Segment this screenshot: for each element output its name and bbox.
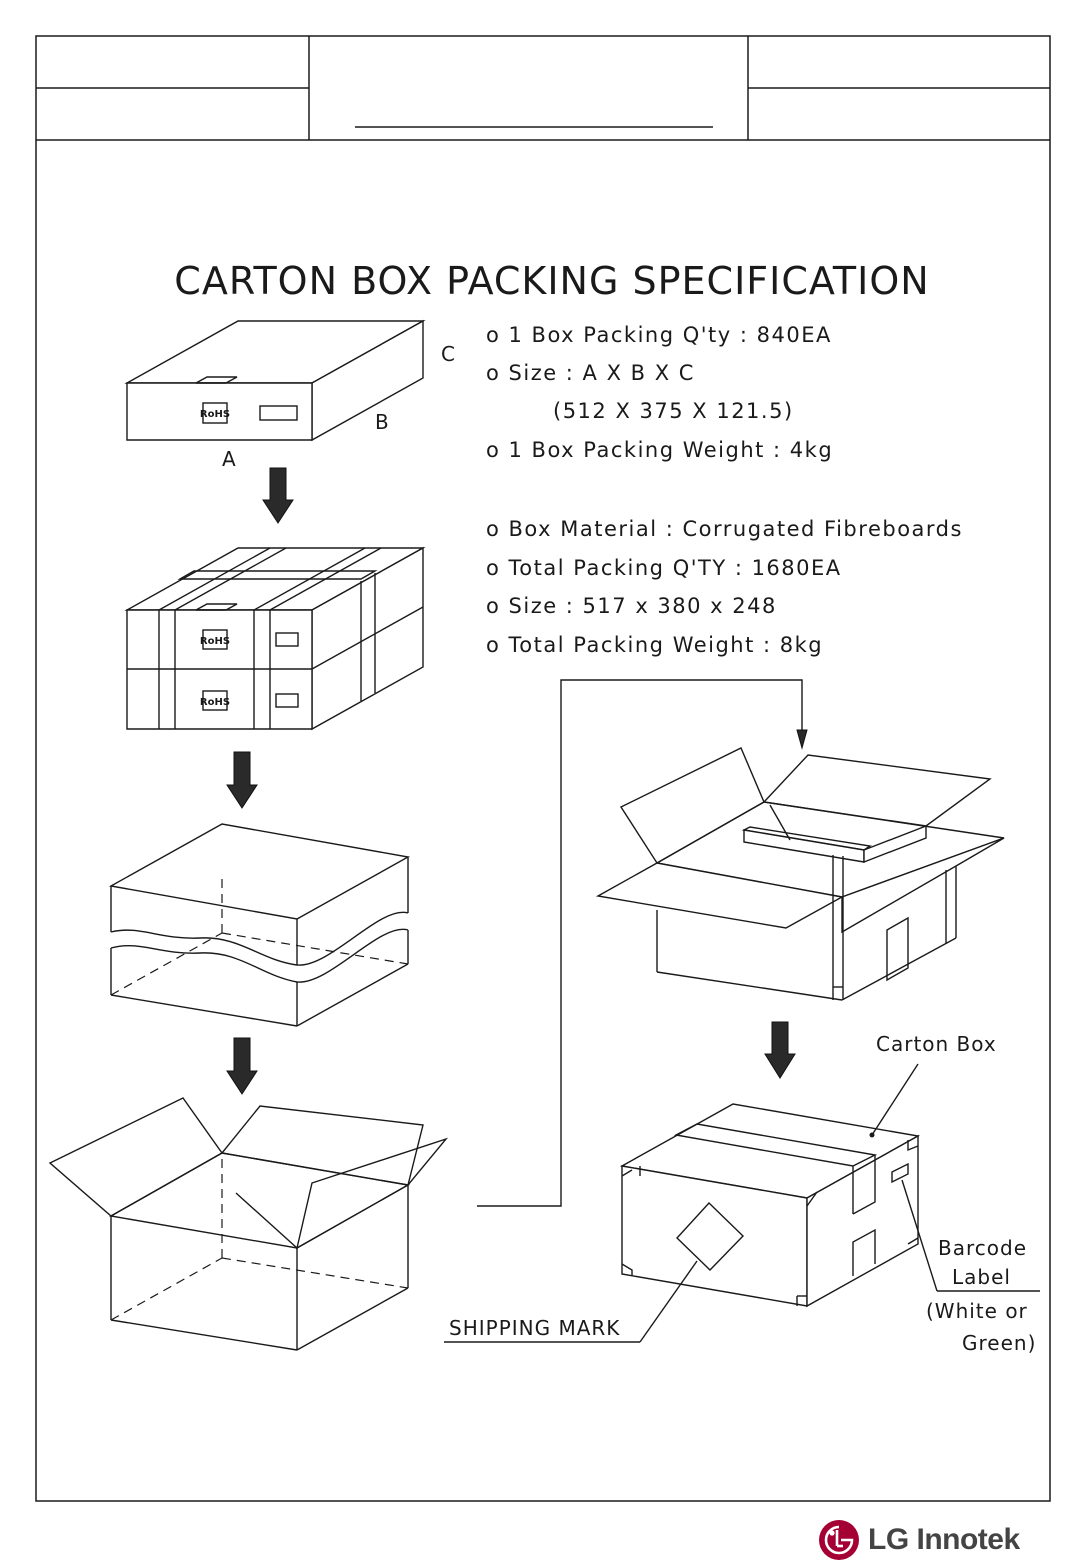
spec-total-size: o Size : 517 x 380 x 248 xyxy=(486,594,777,618)
callout-carton-box: Carton Box xyxy=(871,1032,997,1136)
rohs-mark: RoHS xyxy=(200,409,230,420)
cutaway-box-drawing xyxy=(108,823,411,1027)
arrow-down-icon xyxy=(262,467,294,524)
callout-shipping-mark: SHIPPING MARK xyxy=(444,1260,698,1343)
rohs-mark: RoHS xyxy=(200,636,230,647)
flow-connector xyxy=(477,679,808,1207)
rohs-label-icon xyxy=(202,629,228,650)
label-slot xyxy=(275,693,299,708)
brand-logo: LG Innotek xyxy=(818,1518,1020,1562)
logo-text: LG Innotek xyxy=(868,1523,1020,1556)
open-carton-filled-drawing xyxy=(595,747,1005,1001)
spec-list: o 1 Box Packing Q'ty : 840EA o Size : A … xyxy=(486,323,963,657)
dimension-c: C xyxy=(441,342,455,366)
stacked-boxes-drawing: RoHS RoHS xyxy=(124,546,426,731)
callout-barcode: Barcode Label (White or Green) xyxy=(901,1179,1040,1355)
barcode-label-line1: Barcode xyxy=(938,1236,1027,1260)
open-carton-drawing xyxy=(48,1097,449,1351)
sealed-carton-drawing xyxy=(619,1103,921,1308)
rohs-label-icon xyxy=(202,402,228,424)
barcode-label-icon xyxy=(891,1162,909,1184)
barcode-label-line4: Green) xyxy=(962,1331,1036,1355)
dimension-b: B xyxy=(375,410,389,434)
label-slot xyxy=(275,632,299,647)
spec-total-qty: o Total Packing Q'TY : 1680EA xyxy=(486,556,842,580)
barcode-label-line3: (White or xyxy=(926,1299,1028,1323)
shipping-mark-label: SHIPPING MARK xyxy=(449,1316,620,1340)
inner-box-drawing: RoHS C B A xyxy=(124,319,455,471)
lg-logo-icon xyxy=(819,1520,859,1560)
spec-box-weight: o 1 Box Packing Weight : 4kg xyxy=(486,438,833,462)
rohs-mark: RoHS xyxy=(200,697,230,708)
spec-box-qty: o 1 Box Packing Q'ty : 840EA xyxy=(486,323,832,347)
spec-box-size-value: (512 X 375 X 121.5) xyxy=(553,399,794,423)
title-block xyxy=(35,35,1051,1502)
dimension-a: A xyxy=(222,447,236,471)
spec-total-weight: o Total Packing Weight : 8kg xyxy=(486,633,823,657)
label-slot xyxy=(259,405,298,421)
arrow-down-icon xyxy=(226,751,258,809)
spec-box-size-label: o Size : A X B X C xyxy=(486,361,695,385)
arrow-down-icon xyxy=(226,1037,258,1095)
spec-material: o Box Material : Corrugated Fibreboards xyxy=(486,517,963,541)
arrow-down-icon xyxy=(764,1021,796,1079)
rohs-label-icon xyxy=(202,690,228,711)
carton-box-label: Carton Box xyxy=(876,1032,997,1056)
barcode-label-line2: Label xyxy=(952,1265,1011,1289)
page-title: CARTON BOX PACKING SPECIFICATION xyxy=(174,259,929,303)
